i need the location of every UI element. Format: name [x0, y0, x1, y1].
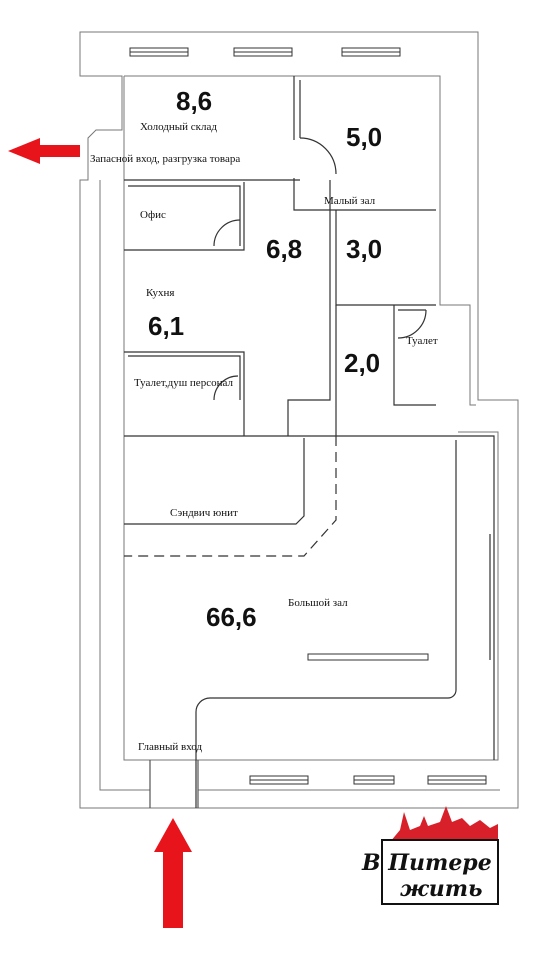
area-corridor: 6,8 — [266, 234, 302, 264]
building-walls — [79, 31, 519, 809]
label-office: Офис — [140, 209, 166, 221]
label-small-hall: Малый зал — [324, 195, 376, 207]
label-service-entrance: Запасной вход, разгрузка товара — [90, 153, 240, 165]
area-small-hall-top: 5,0 — [346, 122, 382, 152]
label-toilet: Туалет — [406, 335, 438, 347]
area-cold-storage: 8,6 — [176, 86, 212, 116]
area-kitchen: 6,1 — [148, 311, 184, 341]
label-main-entrance: Главный вход — [138, 741, 202, 753]
logo-text-line2: жить — [400, 876, 483, 902]
partitions — [124, 76, 495, 808]
area-big-hall: 66,6 — [206, 602, 257, 632]
label-staff-toilet: Туалет,душ персонал — [134, 377, 233, 389]
label-kitchen: Кухня — [146, 287, 174, 299]
area-small-hall-bottom: 3,0 — [346, 234, 382, 264]
windows — [129, 47, 487, 785]
brand-logo: В Питере жить — [361, 806, 499, 905]
main-entrance-arrow-icon — [154, 818, 192, 928]
area-toilet: 2,0 — [344, 348, 380, 378]
logo-text-line1: В Питере — [361, 850, 492, 876]
label-sandwich-unit: Сэндвич юнит — [170, 507, 238, 519]
label-big-hall: Большой зал — [288, 597, 348, 609]
service-entrance-arrow-icon — [8, 138, 80, 164]
label-cold-storage: Холодный склад — [140, 121, 217, 133]
